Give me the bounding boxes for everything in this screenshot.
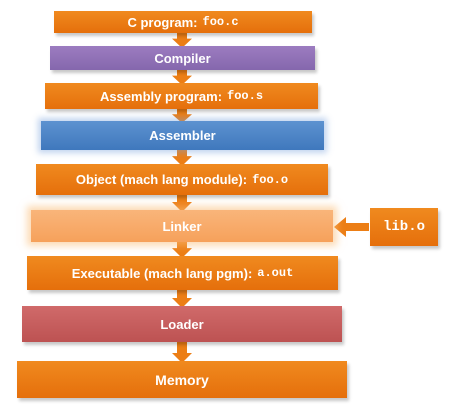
- flow-arrow-8: [172, 340, 192, 363]
- stage-compiler-label: Compiler: [154, 50, 211, 66]
- stage-c-program-code: foo.c: [202, 15, 239, 29]
- stage-assembler: Assembler: [41, 121, 324, 150]
- stage-loader-label: Loader: [160, 316, 204, 332]
- stage-assembly-program-label: Assembly program:: [99, 88, 223, 104]
- flow-arrow-7: [172, 288, 192, 308]
- stage-assembly-program: Assembly program: foo.s: [45, 83, 318, 109]
- stage-executable-code: a.out: [257, 266, 294, 280]
- stage-loader: Loader: [22, 306, 342, 342]
- stage-memory-label: Memory: [155, 371, 209, 388]
- stage-compiler: Compiler: [50, 46, 315, 70]
- stage-c-program-label: C program:: [127, 14, 198, 30]
- flow-arrow-2: [172, 68, 192, 85]
- stage-memory: Memory: [17, 361, 347, 398]
- stage-assembler-label: Assembler: [149, 128, 216, 143]
- flow-arrow-5: [172, 193, 192, 212]
- side-input-lib-code: lib.o: [382, 219, 425, 235]
- stage-c-program: C program: foo.c: [54, 11, 312, 33]
- flow-arrow-6: [172, 240, 192, 258]
- flow-arrow-4: [172, 148, 192, 166]
- flow-arrow-1: [172, 31, 192, 48]
- stage-linker: Linker: [31, 210, 333, 242]
- stage-assembly-program-code: foo.s: [227, 89, 264, 103]
- lib-to-linker-arrow: [334, 217, 369, 237]
- stage-object-label: Object (mach lang module):: [75, 172, 248, 187]
- stage-executable-label: Executable (mach lang pgm):: [71, 265, 253, 281]
- stage-linker-label: Linker: [162, 218, 202, 234]
- stage-object: Object (mach lang module): foo.o: [36, 164, 328, 195]
- flow-arrows: [172, 31, 369, 363]
- stage-object-code: foo.o: [252, 172, 289, 187]
- stage-executable: Executable (mach lang pgm): a.out: [27, 256, 338, 290]
- side-input-lib: lib.o: [370, 208, 438, 246]
- flow-arrow-3: [172, 107, 192, 123]
